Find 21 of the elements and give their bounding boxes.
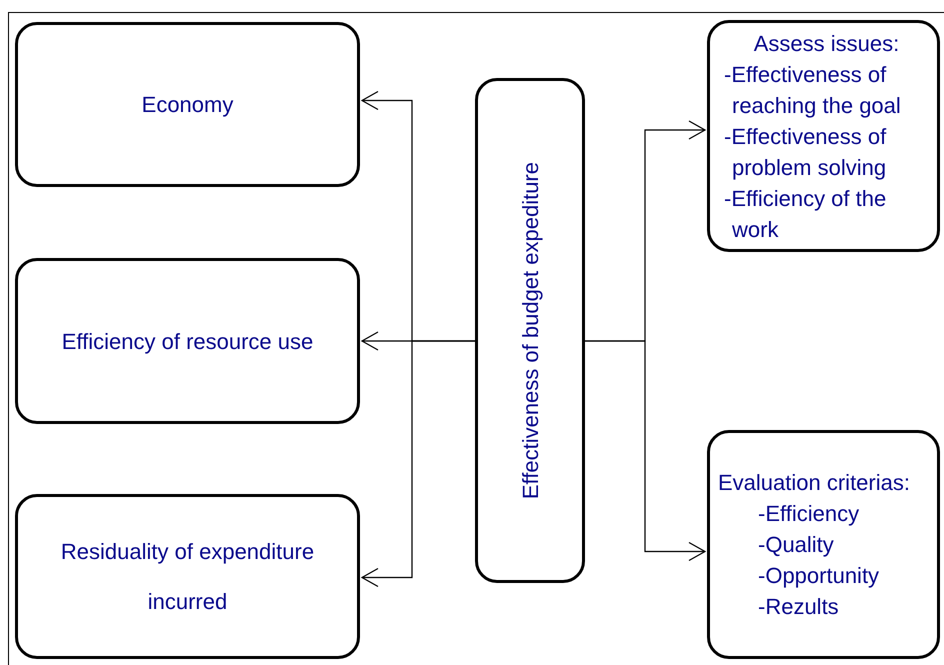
rounded-box bbox=[707, 430, 940, 659]
rounded-box bbox=[475, 78, 585, 583]
rounded-box bbox=[15, 494, 360, 659]
box-heading: Assess issues: bbox=[754, 30, 900, 58]
list-item: -Quality bbox=[757, 531, 834, 559]
list-item: -Effectiveness of problem solving bbox=[724, 122, 888, 182]
arrow bbox=[361, 340, 475, 588]
rounded-box bbox=[15, 22, 360, 187]
arrow bbox=[585, 340, 706, 562]
box-heading: Evaluation criterias: bbox=[718, 469, 910, 497]
box-text: Effectiveness of budget expediture bbox=[516, 162, 544, 500]
list-item: -Efficiency of the work bbox=[724, 184, 888, 244]
box-text: Residuality of expenditure incurred bbox=[60, 538, 316, 616]
list-item: -Efficiency bbox=[757, 500, 860, 528]
box-text: Efficiency of resource use bbox=[62, 328, 314, 356]
list-item: -Rezults bbox=[757, 593, 840, 621]
list-item: -Effectiveness of reaching the goal bbox=[724, 60, 902, 120]
list-item: -Opportunity bbox=[757, 562, 880, 590]
rounded-box bbox=[707, 20, 940, 252]
rounded-box bbox=[15, 258, 360, 424]
box-text: Economy bbox=[142, 91, 234, 119]
